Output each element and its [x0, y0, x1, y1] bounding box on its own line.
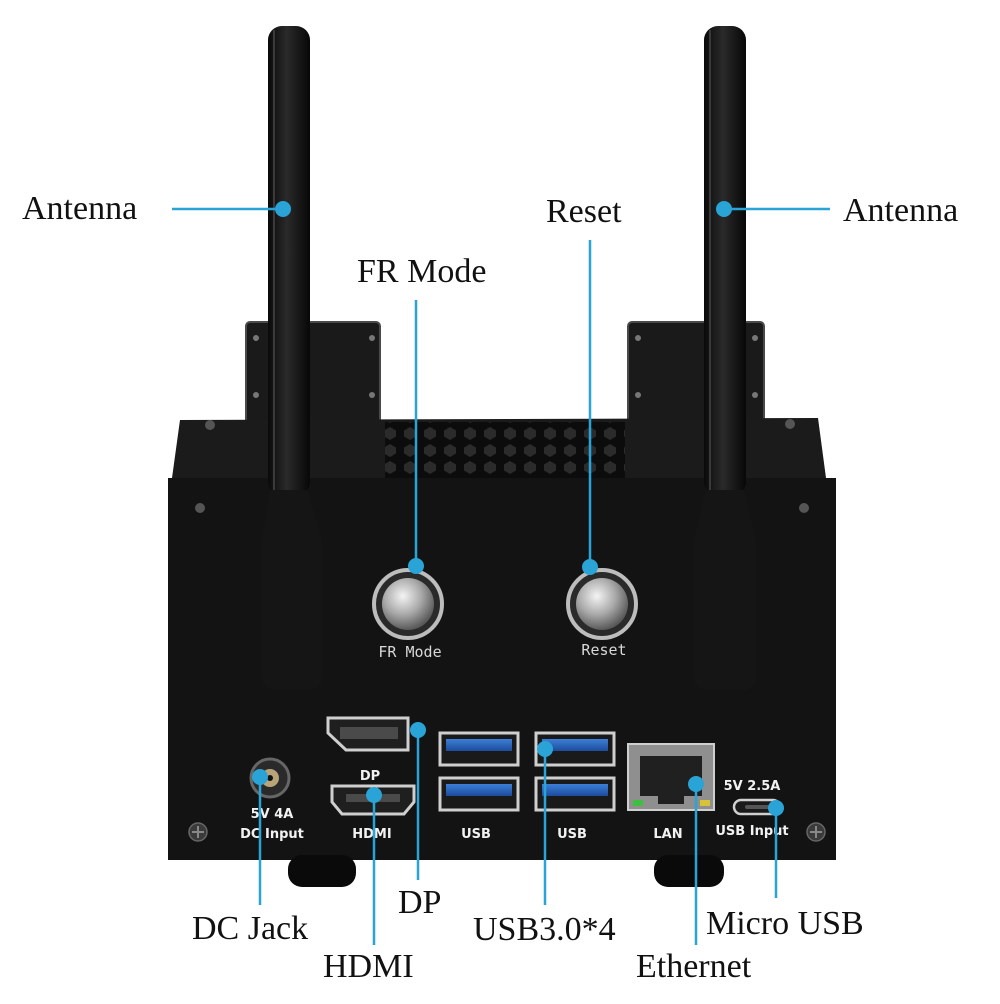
callout-micro-usb: Micro USB: [706, 905, 864, 942]
callout-ethernet: Ethernet: [636, 948, 752, 985]
leader-lines: [172, 207, 830, 945]
screw-icon: [806, 822, 826, 842]
callout-hdmi: HDMI: [323, 948, 414, 985]
callout-antenna-left: Antenna: [22, 190, 138, 227]
fr-mode-panel-label: FR Mode: [378, 643, 441, 661]
fr-mode-button[interactable]: [372, 568, 444, 640]
callout-dc-jack: DC Jack: [192, 910, 309, 947]
dp-panel-label: DP: [360, 769, 380, 784]
usb-input-text: USB Input: [715, 824, 788, 839]
usb-right-panel-label: USB: [557, 827, 587, 842]
leader-dots: [252, 201, 784, 816]
dc-rating-text: 5V 4A: [251, 807, 294, 822]
antenna-right: [694, 26, 756, 690]
antenna-left: [262, 26, 322, 690]
reset-button[interactable]: [566, 568, 638, 640]
honeycomb-vent: [385, 422, 625, 482]
lan-panel-label: LAN: [653, 827, 682, 842]
usb-port-4[interactable]: [534, 776, 616, 812]
callout-dp: DP: [398, 884, 442, 921]
dp-port[interactable]: [326, 716, 410, 752]
lan-port[interactable]: [627, 743, 715, 811]
usb-rating-text: 5V 2.5A: [724, 779, 781, 794]
dc-input-text: DC Input: [240, 827, 304, 842]
hdmi-panel-label: HDMI: [352, 827, 391, 842]
callout-reset: Reset: [546, 193, 622, 230]
reset-panel-label: Reset: [581, 641, 626, 659]
usb-left-panel-label: USB: [461, 827, 491, 842]
callout-usb: USB3.0*4: [473, 911, 616, 948]
usb-port-2[interactable]: [438, 776, 520, 812]
usb-port-1[interactable]: [438, 731, 520, 767]
foot-right: [654, 855, 724, 887]
screw-icon: [188, 822, 208, 842]
callout-antenna-right: Antenna: [843, 192, 959, 229]
foot-left: [288, 855, 356, 887]
callout-fr-mode: FR Mode: [357, 253, 487, 290]
